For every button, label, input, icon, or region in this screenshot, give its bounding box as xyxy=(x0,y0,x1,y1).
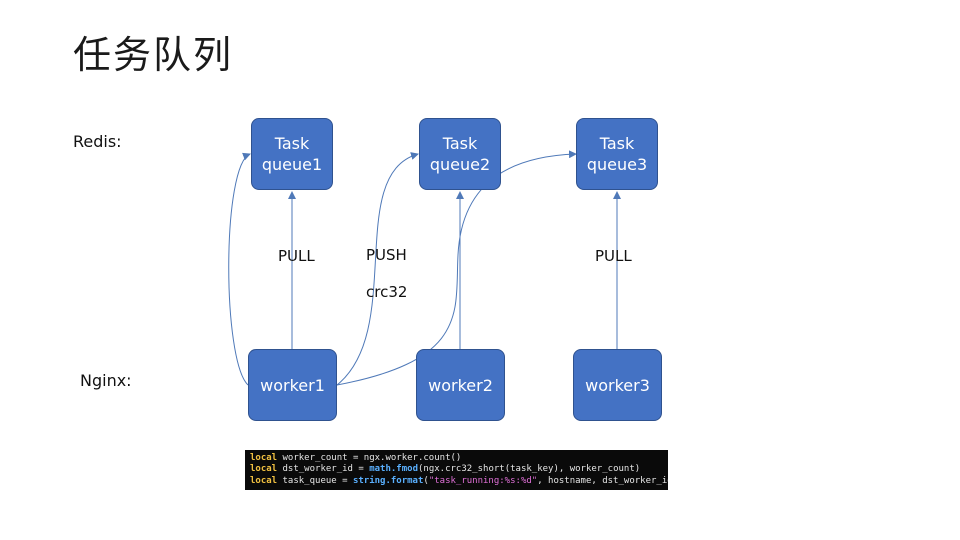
worker3-label: worker3 xyxy=(585,375,650,395)
task-queue1-line1: Task xyxy=(274,134,310,153)
task-queue2-node: Task queue2 xyxy=(419,118,501,190)
worker1-label: worker1 xyxy=(260,375,325,395)
worker1-node: worker1 xyxy=(248,349,337,421)
code-snippet: local worker_count = ngx.worker.count()l… xyxy=(245,450,668,490)
code-string: "task_running:%s:%d" xyxy=(428,475,538,486)
code-text: dst_worker_id = xyxy=(277,464,370,475)
push-curve-worker1-to-queue2 xyxy=(336,152,419,386)
push-curve-worker1-to-queue1 xyxy=(228,152,251,386)
task-queue1-line2: queue1 xyxy=(261,155,323,174)
task-queue3-line1: Task xyxy=(599,134,635,153)
task-queue1-node: Task queue1 xyxy=(251,118,333,190)
code-function: string.format xyxy=(352,475,424,486)
worker2-label: worker2 xyxy=(428,375,493,395)
crc32-label: crc32 xyxy=(366,283,408,301)
code-line-2: local dst_worker_id = math.fmod(ngx.crc3… xyxy=(250,464,663,475)
task-queue3-line2: queue3 xyxy=(586,155,648,174)
code-function: math.fmod xyxy=(369,464,418,475)
task-queue2-line2: queue2 xyxy=(429,155,491,174)
code-keyword: local xyxy=(250,475,278,486)
code-text: task_queue = xyxy=(277,475,353,486)
code-text: (ngx.crc32_short(task_key), worker_count… xyxy=(418,464,641,475)
task-queue3-node: Task queue3 xyxy=(576,118,658,190)
pull-label-1: PULL xyxy=(278,247,315,265)
worker2-node: worker2 xyxy=(416,349,505,421)
code-line-1: local worker_count = ngx.worker.count() xyxy=(250,453,663,464)
code-line-3: local task_queue = string.format("task_r… xyxy=(250,475,668,487)
push-label: PUSH xyxy=(366,246,407,264)
code-text: ( xyxy=(423,475,429,486)
worker3-node: worker3 xyxy=(573,349,662,421)
nginx-label: Nginx: xyxy=(80,371,132,390)
code-keyword: local xyxy=(250,453,278,463)
redis-label: Redis: xyxy=(73,132,122,151)
code-keyword: local xyxy=(250,464,278,475)
pull-label-3: PULL xyxy=(595,247,632,265)
slide-title: 任务队列 xyxy=(73,33,234,77)
task-queue2-line1: Task xyxy=(442,134,478,153)
code-text: worker_count = ngx.worker.count() xyxy=(277,453,462,463)
code-text: , hostname, dst_worker_id) xyxy=(537,475,668,486)
